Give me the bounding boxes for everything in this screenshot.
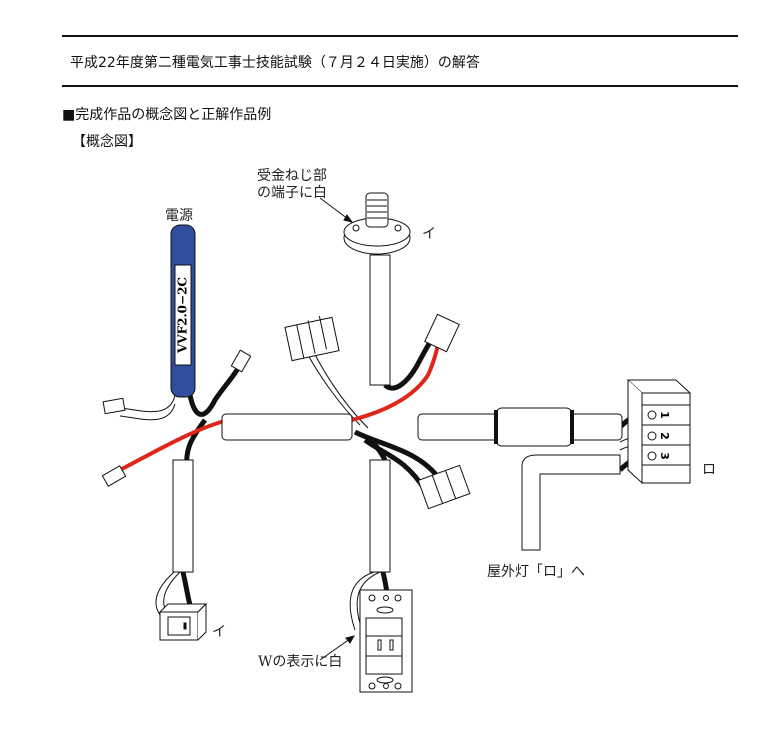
cable-to-outlet [369, 459, 391, 573]
cable-to-switch [172, 459, 194, 573]
receptacle-mark: イ [422, 226, 436, 242]
sleeve-left-top [101, 349, 252, 487]
terminal-block [626, 379, 692, 485]
outdoor-note: 屋外灯「ロ」へ [487, 564, 585, 580]
cable-to-receptacle [369, 254, 391, 386]
terminal-2: 2 [658, 432, 671, 440]
wire-connector-2 [424, 313, 460, 353]
switch [158, 602, 208, 641]
section-heading: ■完成作品の概念図と正解作品例 [62, 107, 272, 123]
cable-segment-left [221, 413, 353, 441]
terminal-1: 1 [658, 411, 671, 419]
outdoor-cable [521, 454, 621, 551]
wire-connector-4 [284, 315, 340, 362]
title-rule [62, 85, 738, 87]
wire-connector-3 [417, 464, 471, 510]
receptacle-note-line2: の端子に白 [257, 185, 327, 201]
white-wires [119, 339, 645, 631]
power-label: 電源 [165, 208, 193, 224]
switch-mark: イ [212, 624, 226, 640]
tape-section [495, 407, 573, 447]
cable-label: VVF2.0−2C [176, 277, 190, 354]
outlet-switch-plate [359, 589, 413, 693]
top-rule [62, 35, 738, 37]
terminal-3: 3 [658, 452, 671, 460]
lamp-receptacle [343, 192, 411, 255]
receptacle-note-line1: 受金ねじ部 [257, 168, 327, 184]
page-title: 平成22年度第二種電気工事士技能試験（７月２４日実施）の解答 [70, 55, 480, 71]
section-subheading: 【概念図】 [72, 134, 142, 150]
terminal-mark: ロ [702, 462, 716, 478]
cable-label-box [174, 264, 192, 366]
outlet-note: Wの表示に白 [258, 654, 342, 670]
